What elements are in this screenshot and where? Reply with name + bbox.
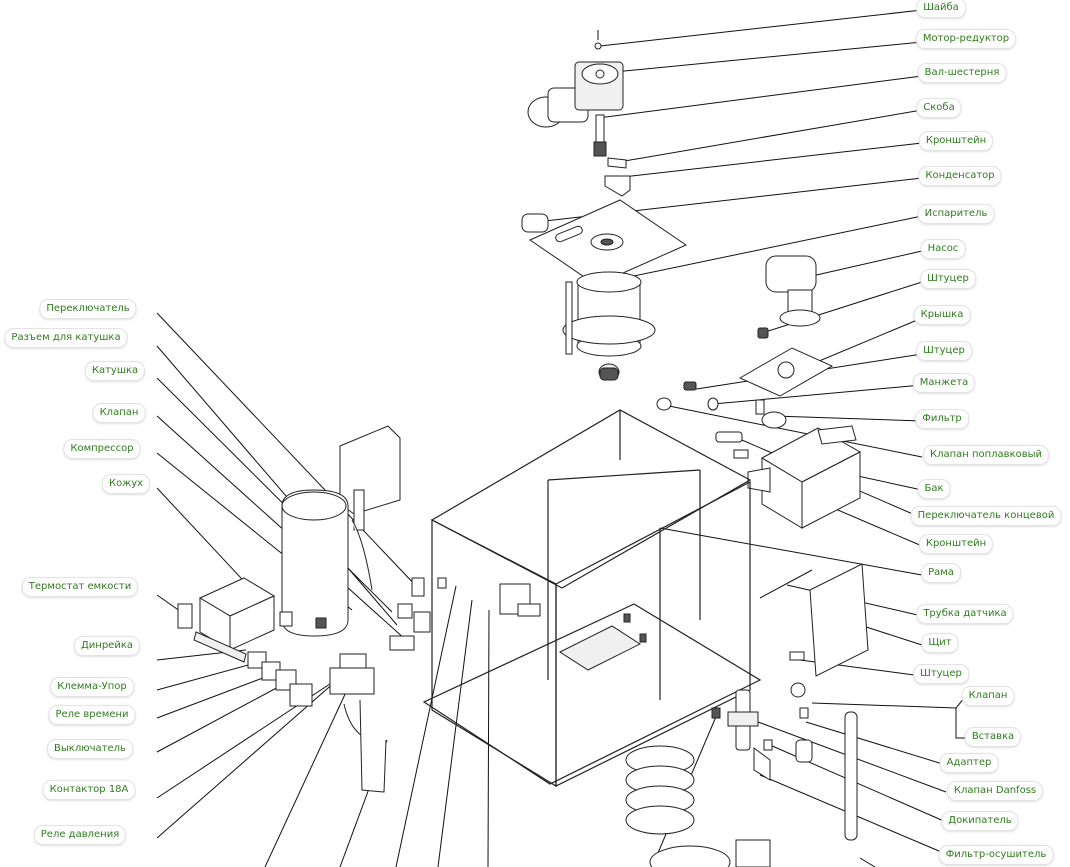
callout-isparitel[interactable]: Испаритель [917,204,995,224]
callout-kompressor[interactable]: Компрессор [63,439,141,459]
electrical-panel [177,577,387,793]
callout-shtutser-1[interactable]: Штуцер [920,269,976,289]
callout-klemma-upor[interactable]: Клемма-Упор [50,677,134,697]
callout-klapan-right[interactable]: Клапан [961,686,1015,706]
callout-kozhukh[interactable]: Кожух [101,474,151,494]
callout-rele-davleniya[interactable]: Реле давления [33,825,127,845]
callout-kronshtein-2[interactable]: Кронштейн [918,534,994,554]
callout-termostat-emkosti[interactable]: Термостат емкости [21,577,139,597]
callout-rele-vremeni[interactable]: Реле времени [48,705,136,725]
callout-kryshka[interactable]: Крышка [913,305,971,325]
callout-kontaktor[interactable]: Контактор 18А [42,780,136,800]
callout-val-shesternya[interactable]: Вал-шестерня [917,63,1007,83]
callout-shchit[interactable]: Щит [921,633,959,653]
callout-pereklyuchatel-kontsevoy[interactable]: Переключатель концевой [910,506,1062,526]
bottom-right-components [625,563,869,867]
evaporator-assembly [521,199,688,381]
callout-pereklyuchatel[interactable]: Переключатель [39,299,137,319]
callout-klapan-left[interactable]: Клапан [92,403,146,423]
callout-trubka-datchika[interactable]: Трубка датчика [916,604,1014,624]
compressor-assembly [279,425,431,651]
leader-lines-right [535,9,972,867]
callout-nasos[interactable]: Насос [920,239,966,259]
callout-dokipatel[interactable]: Докипатель [941,811,1019,831]
callout-shtutser-3[interactable]: Штуцер [913,664,969,684]
callout-dinreika[interactable]: Динрейка [73,636,141,656]
callout-rama[interactable]: Рама [921,563,961,583]
callout-kondensator[interactable]: Конденсатор [918,166,1002,186]
callout-vstavka[interactable]: Вставка [964,727,1022,747]
callout-bak[interactable]: Бак [917,479,951,499]
callout-motor-reduktor[interactable]: Мотор-редуктор [915,29,1017,49]
motor-reducer-assembly [527,30,631,197]
callout-manzheta[interactable]: Манжета [912,373,976,393]
tank-assembly [747,425,862,529]
leader-lines-left [156,312,719,867]
callout-adapter[interactable]: Адаптер [939,753,999,773]
pump-assembly [757,255,821,339]
callout-razem-dlya-katushki[interactable]: Разъем для катушка [4,328,128,348]
callout-filtr[interactable]: Фильтр [915,409,969,429]
lid-fittings [656,347,834,459]
callout-skoba[interactable]: Скоба [916,98,962,118]
callout-shtutser-2[interactable]: Штуцер [916,341,972,361]
callout-klapan-poplavkovy[interactable]: Клапан поплавковый [922,445,1050,465]
callout-shaiba[interactable]: Шайба [916,0,966,18]
callout-filtr-osushitel[interactable]: Фильтр-осушитель [938,845,1054,865]
callout-katushka[interactable]: Катушка [84,361,146,381]
callout-vyklyuchatel[interactable]: Выключатель [47,739,133,759]
main-frame [422,409,762,788]
callout-kronshtein-top[interactable]: Кронштейн [918,131,994,151]
callout-klapan-danfoss[interactable]: Клапан Danfoss [946,781,1044,801]
